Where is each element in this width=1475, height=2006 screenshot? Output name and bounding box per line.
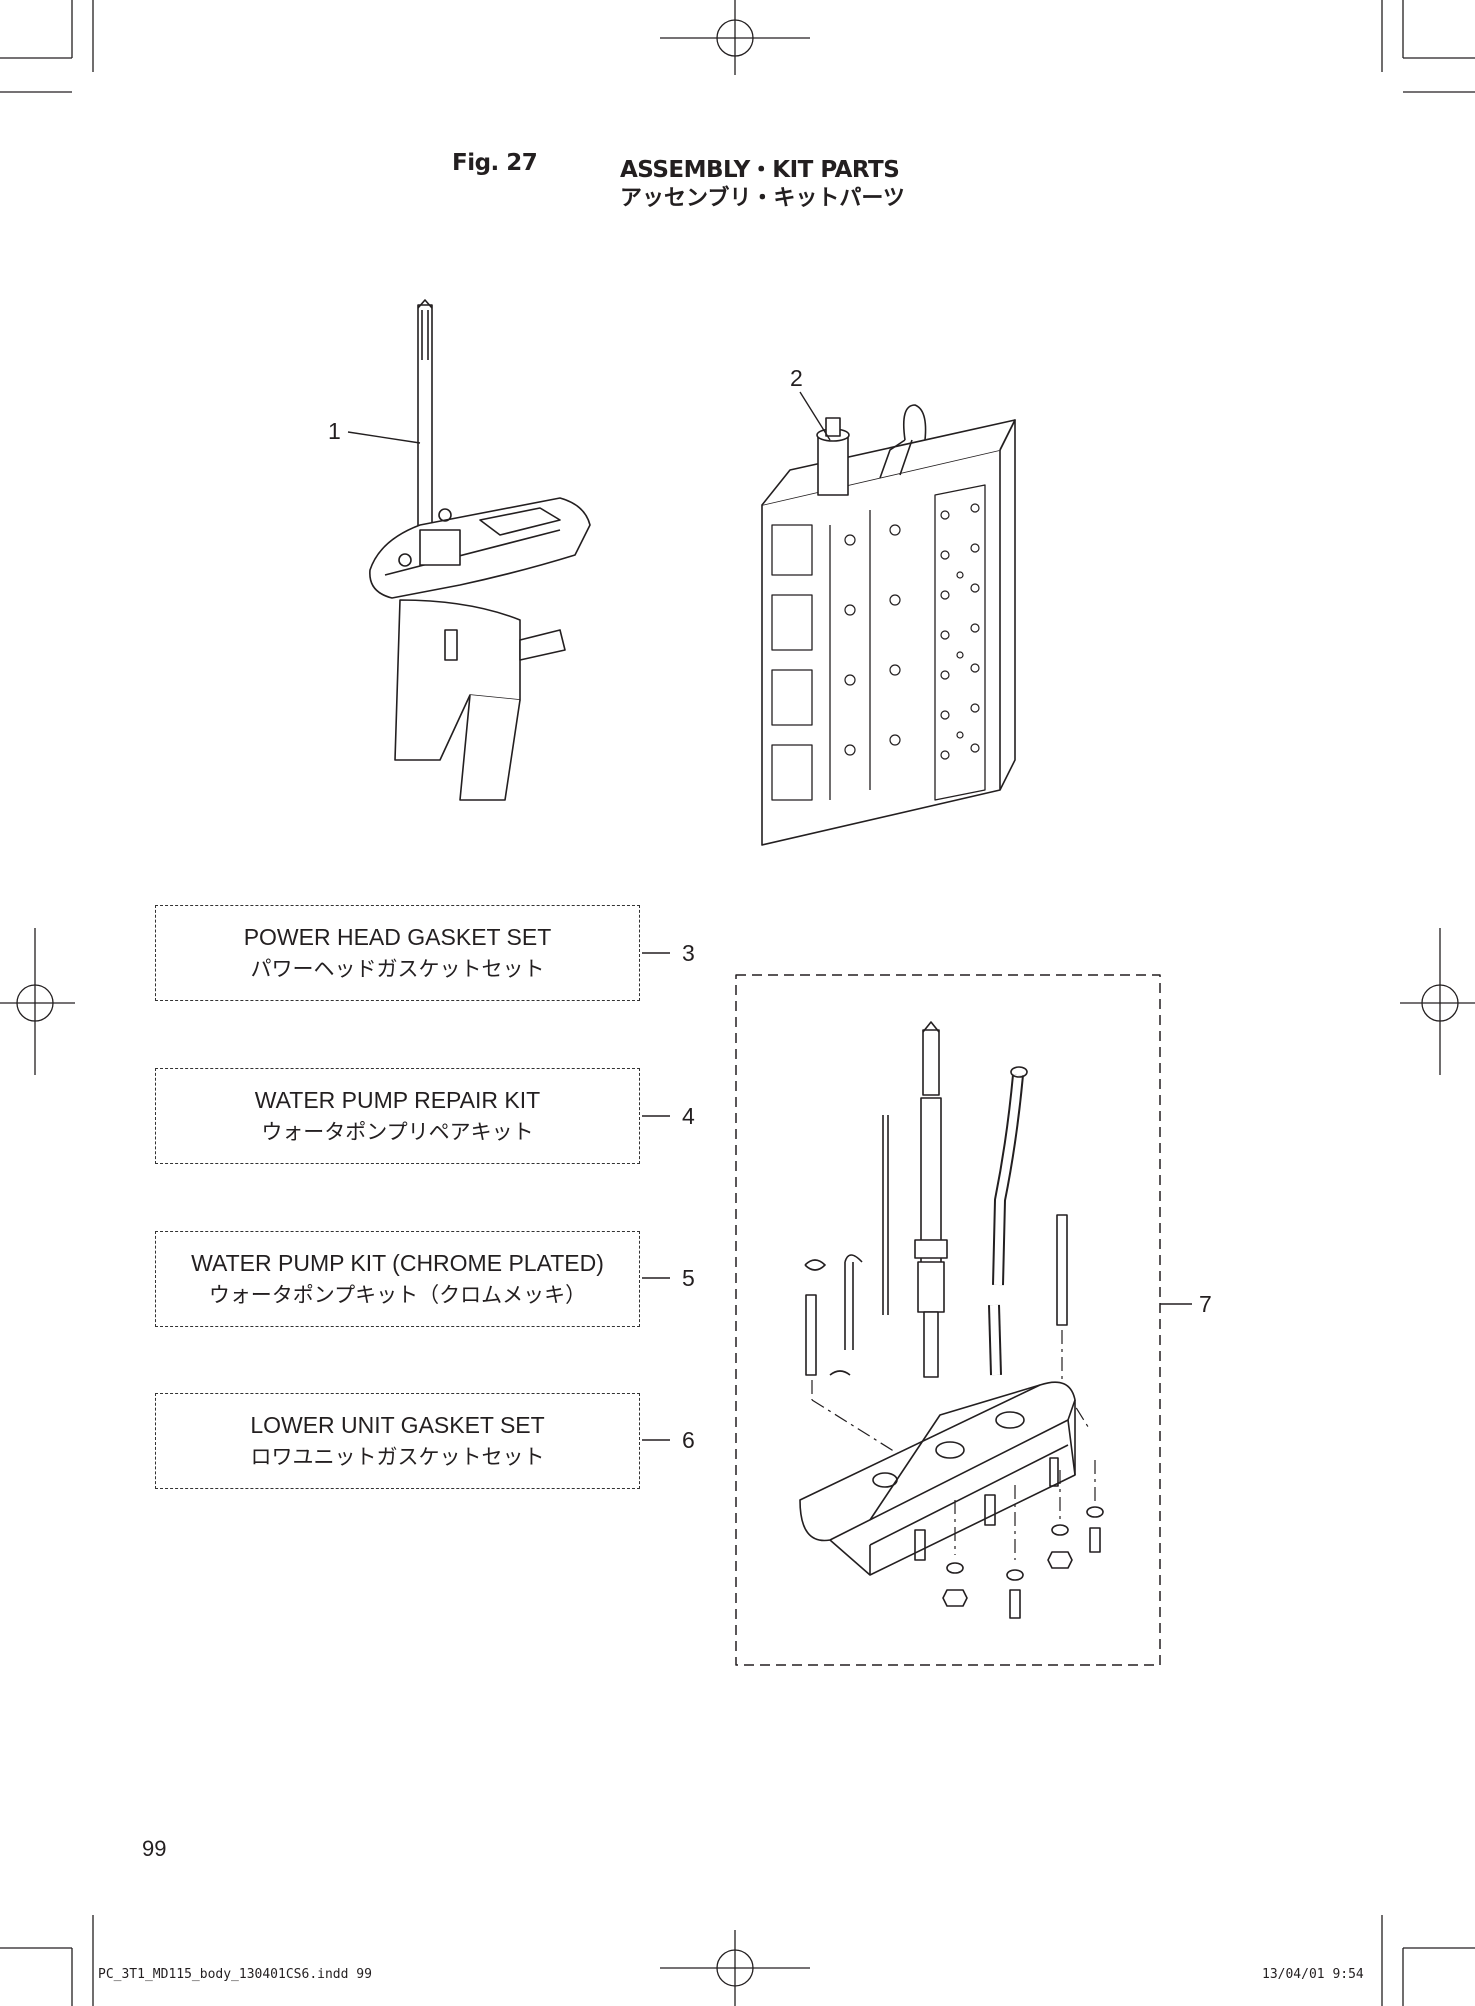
callout-6: 6: [682, 1427, 695, 1453]
kit-name-en: POWER HEAD GASKET SET: [243, 924, 552, 950]
kit-name-en: WATER PUMP KIT (CHROME PLATED): [191, 1250, 604, 1276]
page-title: ASSEMBLY・KIT PARTS: [620, 157, 900, 183]
kit-name-jp: パワーヘッドガスケットセット: [250, 957, 545, 981]
kit-name-jp: ウォータポンプリペアキット: [261, 1120, 534, 1144]
kit-box-water-pump-repair-kit: WATER PUMP REPAIR KIT ウォータポンプリペアキット: [155, 1068, 640, 1164]
kit-name-jp: ロワユニットガスケットセット: [250, 1445, 545, 1469]
callout-3: 3: [682, 940, 695, 966]
page-title-jp: アッセンブリ・キットパーツ: [620, 186, 905, 211]
figure-number: Fig. 27: [452, 150, 538, 176]
callout-5: 5: [682, 1265, 695, 1291]
kit-name-en: LOWER UNIT GASKET SET: [250, 1412, 545, 1438]
power-head-drawing: [761, 404, 1016, 846]
kit-box-power-head-gasket-set: POWER HEAD GASKET SET パワーヘッドガスケットセット: [155, 905, 640, 1001]
callout-4: 4: [682, 1103, 695, 1129]
lower-unit-assembly-drawing: [369, 299, 591, 801]
callout-2: 2: [790, 365, 803, 391]
water-pump-kit-drawing: [799, 1021, 1104, 1619]
footer-filename: PC_3T1_MD115_body_130401CS6.indd 99: [98, 1967, 372, 1982]
kit-box-lower-unit-gasket-set: LOWER UNIT GASKET SET ロワユニットガスケットセット: [155, 1393, 640, 1489]
footer-timestamp: 13/04/01 9:54: [1262, 1967, 1364, 1982]
page-number: 99: [142, 1836, 167, 1861]
callout-1: 1: [328, 418, 341, 444]
callout-7: 7: [1199, 1291, 1212, 1317]
kit-name-jp: ウォータポンプキット（クロムメッキ）: [208, 1283, 587, 1307]
kit-name-en: WATER PUMP REPAIR KIT: [254, 1087, 541, 1113]
kit-box-water-pump-kit-chrome: WATER PUMP KIT (CHROME PLATED) ウォータポンプキッ…: [155, 1231, 640, 1327]
